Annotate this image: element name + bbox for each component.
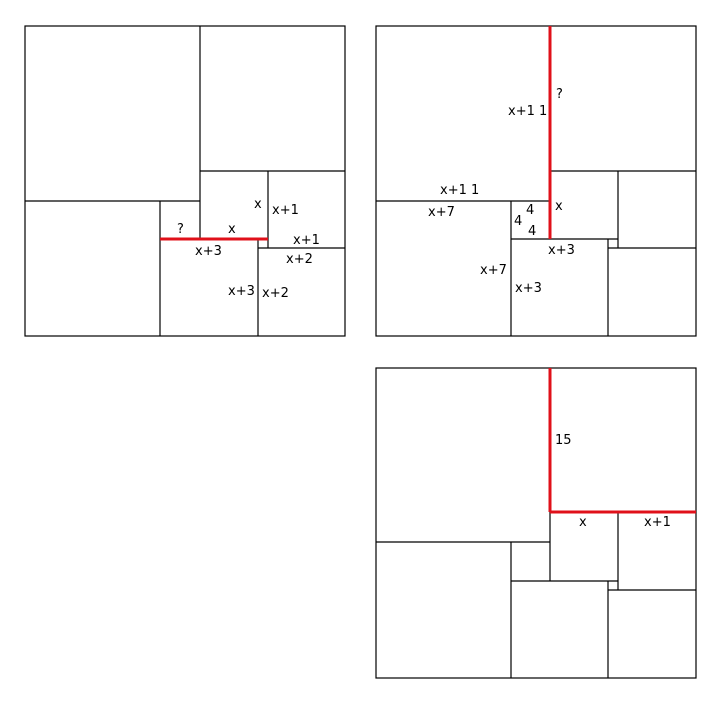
panel-2-label-four-top: 4: [526, 203, 534, 218]
panel-2-label-x-plus-7-left: x+7: [480, 263, 507, 278]
panel-3: 15 x x+1: [375, 367, 697, 679]
panel-3-outer-square: [375, 367, 697, 679]
panel-2-label-x-plus-7-top: x+7: [428, 205, 455, 220]
panel-2-label-x-plus-3-top: x+3: [548, 243, 575, 258]
panel-1-label-x-plus-1-right: x+1: [272, 203, 299, 218]
panel-2-label-x-plus-3-left: x+3: [515, 281, 542, 296]
panel-2-label-question: ?: [556, 87, 563, 102]
panel-1-label-question: ?: [177, 222, 184, 237]
panel-1-label-x-plus-2-side: x+2: [262, 286, 289, 301]
panel-1-label-x-plus-2-top: x+2: [286, 252, 313, 267]
panel-1-label-x-plus-1-bottom: x+1: [293, 233, 320, 248]
panel-3-label-x: x: [579, 515, 587, 530]
panel-1-label-x: x: [228, 222, 236, 237]
panel-2-label-four-left: 4: [514, 214, 522, 229]
panel-2-label-x-plus-11-vertical: x+1 1: [508, 104, 547, 119]
panel-2: ? x+1 1 x+1 1 x+7 4 4 4 x x+3 x+7 x+3: [375, 25, 697, 337]
panel-2-outer-square: [375, 25, 697, 337]
panel-1: ? x x+3 x x+1 x+1 x+2 x+3 x+2: [24, 25, 346, 337]
panel-3-label-fifteen: 15: [555, 433, 572, 448]
panel-2-label-x-plus-11-horizontal: x+1 1: [440, 183, 479, 198]
panel-1-outer-square: [24, 25, 346, 337]
panel-1-label-x-side: x: [254, 197, 262, 212]
panel-3-label-x-plus-1: x+1: [644, 515, 671, 530]
panel-1-label-x-plus-3-left: x+3: [228, 284, 255, 299]
panel-1-label-x-plus-3: x+3: [195, 244, 222, 259]
panel-2-label-x: x: [555, 199, 563, 214]
panel-2-label-four-bottom: 4: [528, 224, 536, 239]
